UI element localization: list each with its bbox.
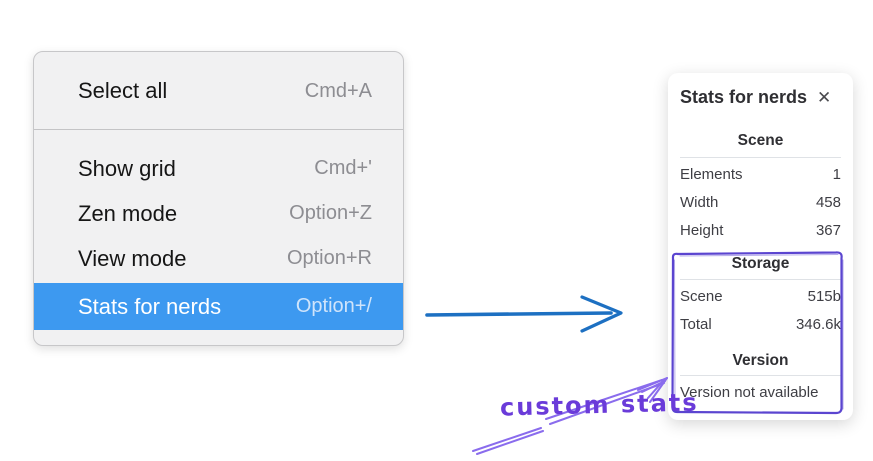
menu-item-show-grid[interactable]: Show grid Cmd+' xyxy=(34,146,403,191)
menu-item-stats-for-nerds[interactable]: Stats for nerds Option+/ xyxy=(34,283,403,330)
stats-panel: Stats for nerds ✕ Scene Elements 1 Width… xyxy=(668,73,853,420)
stat-row-scene-storage: Scene 515b xyxy=(680,283,841,311)
section-divider xyxy=(680,157,841,158)
menu-item-label: Select all xyxy=(78,78,168,103)
menu-item-shortcut: Option+R xyxy=(286,247,372,269)
stat-row-width: Width 458 xyxy=(680,189,841,217)
panel-title: Stats for nerds xyxy=(680,86,808,107)
stat-label: Elements xyxy=(680,166,743,183)
context-menu: Select all Cmd+A Show grid Cmd+' Zen mod… xyxy=(33,51,404,346)
storage-rows: Scene 515b Total 346.6k xyxy=(680,283,841,339)
scene-rows: Elements 1 Width 458 Height 367 xyxy=(680,161,841,245)
stat-row-total-storage: Total 346.6k xyxy=(680,311,841,339)
annotation-arrow xyxy=(472,377,668,455)
menu-item-label: Show grid xyxy=(78,155,176,181)
stat-value: 1 xyxy=(832,166,841,183)
section-heading-storage: Storage xyxy=(731,255,790,272)
section-divider xyxy=(680,279,841,280)
menu-item-select-all[interactable]: Select all Cmd+A xyxy=(34,68,403,114)
stat-label: Width xyxy=(680,194,719,211)
stat-value: 515b xyxy=(807,288,841,305)
close-icon[interactable]: ✕ xyxy=(817,87,832,107)
stat-label: Scene xyxy=(680,288,723,305)
stat-row-elements: Elements 1 xyxy=(680,161,841,189)
menu-item-zen-mode[interactable]: Zen mode Option+Z xyxy=(34,191,403,236)
stat-label: Height xyxy=(680,222,724,239)
stat-value: 367 xyxy=(815,222,841,239)
menu-item-label: Zen mode xyxy=(78,200,178,226)
stat-label: Total xyxy=(680,316,712,333)
menu-item-view-mode[interactable]: View mode Option+R xyxy=(34,236,403,281)
blue-arrow xyxy=(425,295,623,333)
stat-value: 346.6k xyxy=(795,316,841,333)
menu-item-shortcut: Option+/ xyxy=(295,295,372,317)
menu-divider xyxy=(34,129,403,130)
menu-item-shortcut: Cmd+' xyxy=(314,157,372,179)
stats-panel-header: Stats for nerds ✕ xyxy=(680,85,841,109)
section-heading-scene: Scene xyxy=(737,132,784,149)
menu-item-label: View mode xyxy=(78,245,187,271)
stat-row-height: Height 367 xyxy=(680,217,841,245)
menu-item-shortcut: Cmd+A xyxy=(304,79,372,102)
menu-item-shortcut: Option+Z xyxy=(289,202,372,224)
section-heading-version: Version xyxy=(732,352,789,369)
menu-item-label: Stats for nerds xyxy=(78,293,222,319)
version-note: Version not available xyxy=(680,384,819,401)
stat-value: 458 xyxy=(815,194,841,211)
section-divider xyxy=(680,375,841,376)
